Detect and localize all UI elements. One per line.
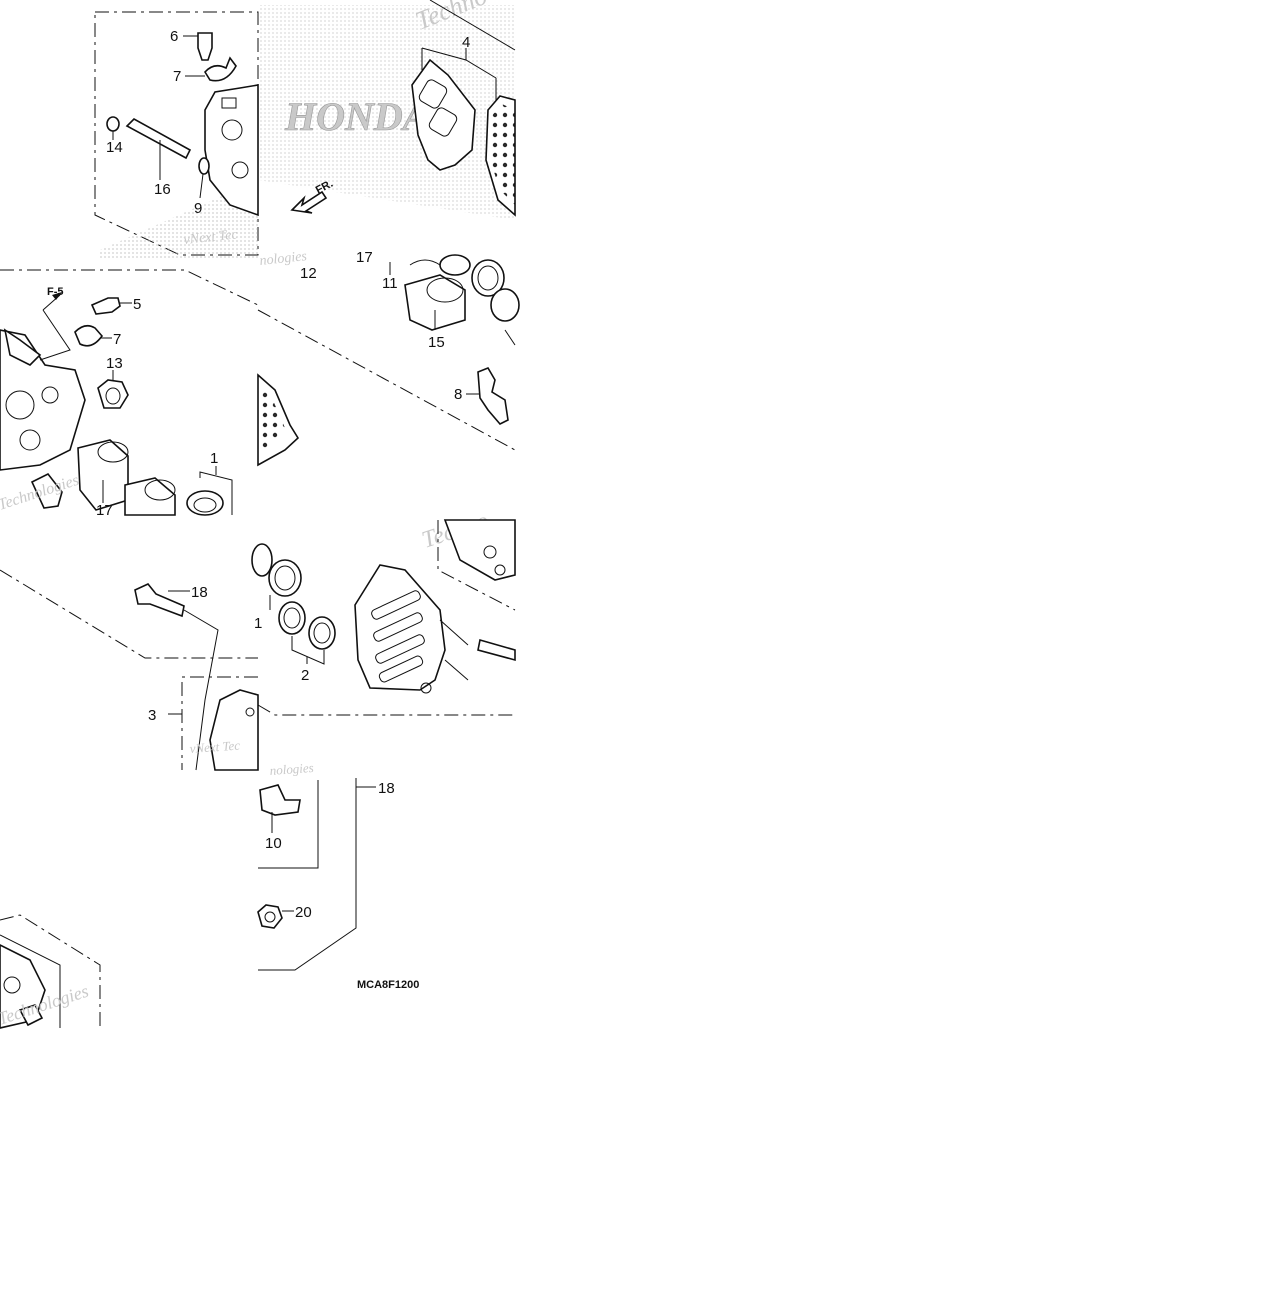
label-10: 10 bbox=[265, 835, 282, 852]
label-1: 1 bbox=[210, 450, 218, 467]
label-3: 3 bbox=[148, 707, 156, 724]
tile-mid-left: F-5 5 7 13 1 17 Technologies bbox=[0, 269, 259, 519]
seal-ring-11b bbox=[471, 259, 505, 297]
label-4: 4 bbox=[462, 34, 470, 51]
pin-17a bbox=[30, 472, 63, 509]
label-7b: 7 bbox=[113, 331, 121, 348]
caliper-body-half bbox=[204, 84, 259, 217]
caliper-mount bbox=[443, 519, 516, 581]
nut-13 bbox=[97, 379, 129, 409]
label-diagram-code: MCA8F1200 bbox=[357, 979, 419, 991]
tile-bottom-left: 18 3 vNext Tec bbox=[0, 569, 259, 771]
caliper-half-finned bbox=[354, 564, 446, 691]
label-12: 12 bbox=[300, 265, 317, 282]
piston-15 bbox=[404, 274, 466, 331]
tile-top-mid: HONDA Techno 4 FR. bbox=[258, 0, 516, 220]
label-15: 15 bbox=[428, 334, 445, 351]
watermark-vnext-1: vNext Tec bbox=[183, 227, 239, 248]
watermark-nologies: nologies bbox=[259, 249, 308, 269]
label-13: 13 bbox=[106, 355, 123, 372]
watermark-vnext-2: vNext Tec bbox=[189, 737, 241, 755]
bleeder-screw-5 bbox=[90, 297, 121, 315]
caliper-bracket bbox=[209, 689, 259, 771]
pin-right bbox=[477, 638, 516, 662]
tile-center: nologies 12 11 15 8 bbox=[257, 249, 520, 467]
seal-ring-2c bbox=[308, 616, 336, 650]
brake-pad-a bbox=[411, 58, 476, 171]
label-8: 8 bbox=[454, 386, 462, 403]
seal-ring-1 bbox=[186, 490, 224, 516]
seal-9 bbox=[198, 157, 210, 175]
label-17a: 17 bbox=[96, 502, 113, 519]
label-18: 18 bbox=[378, 780, 395, 797]
label-7a: 7 bbox=[173, 68, 181, 85]
tile-bottom-mid: Techno 2 nologies bbox=[251, 508, 516, 778]
pad-spring-8 bbox=[477, 367, 509, 425]
bleeder-cap bbox=[204, 56, 237, 82]
watermark-nologies-2: nologies bbox=[269, 760, 314, 778]
label-20: 20 bbox=[295, 904, 312, 921]
label-1b: 1 bbox=[254, 615, 262, 632]
tile-lower: 10 18 20 MCA8F1200 bbox=[257, 778, 419, 991]
label-19: 18 bbox=[191, 584, 208, 601]
piston-b bbox=[124, 477, 176, 516]
label-16: 16 bbox=[154, 181, 171, 198]
bleeder-cap-7b bbox=[74, 324, 104, 347]
label-6: 6 bbox=[170, 28, 178, 45]
label-17b: 17 bbox=[356, 249, 373, 266]
pad-pin-10 bbox=[259, 784, 301, 816]
label-5: 5 bbox=[133, 296, 141, 313]
ring-14 bbox=[106, 116, 120, 132]
bolt-19 bbox=[134, 583, 185, 618]
pin-16 bbox=[125, 118, 192, 160]
label-14: 14 bbox=[106, 139, 123, 156]
forward-arrow bbox=[290, 190, 328, 214]
label-9: 9 bbox=[194, 200, 202, 217]
nut-20 bbox=[257, 904, 283, 929]
tile-top-left: 6 7 14 16 9 vNext Tec bbox=[94, 11, 259, 258]
label-2: 2 bbox=[301, 667, 309, 684]
label-11: 11 bbox=[382, 275, 398, 292]
bleeder-screw bbox=[197, 32, 213, 61]
seal-ring-2a bbox=[268, 559, 302, 597]
seal-ring-2b bbox=[278, 601, 306, 635]
tile-lower-left: Technologies bbox=[0, 914, 101, 1029]
watermark-honda: HONDA bbox=[284, 94, 429, 139]
